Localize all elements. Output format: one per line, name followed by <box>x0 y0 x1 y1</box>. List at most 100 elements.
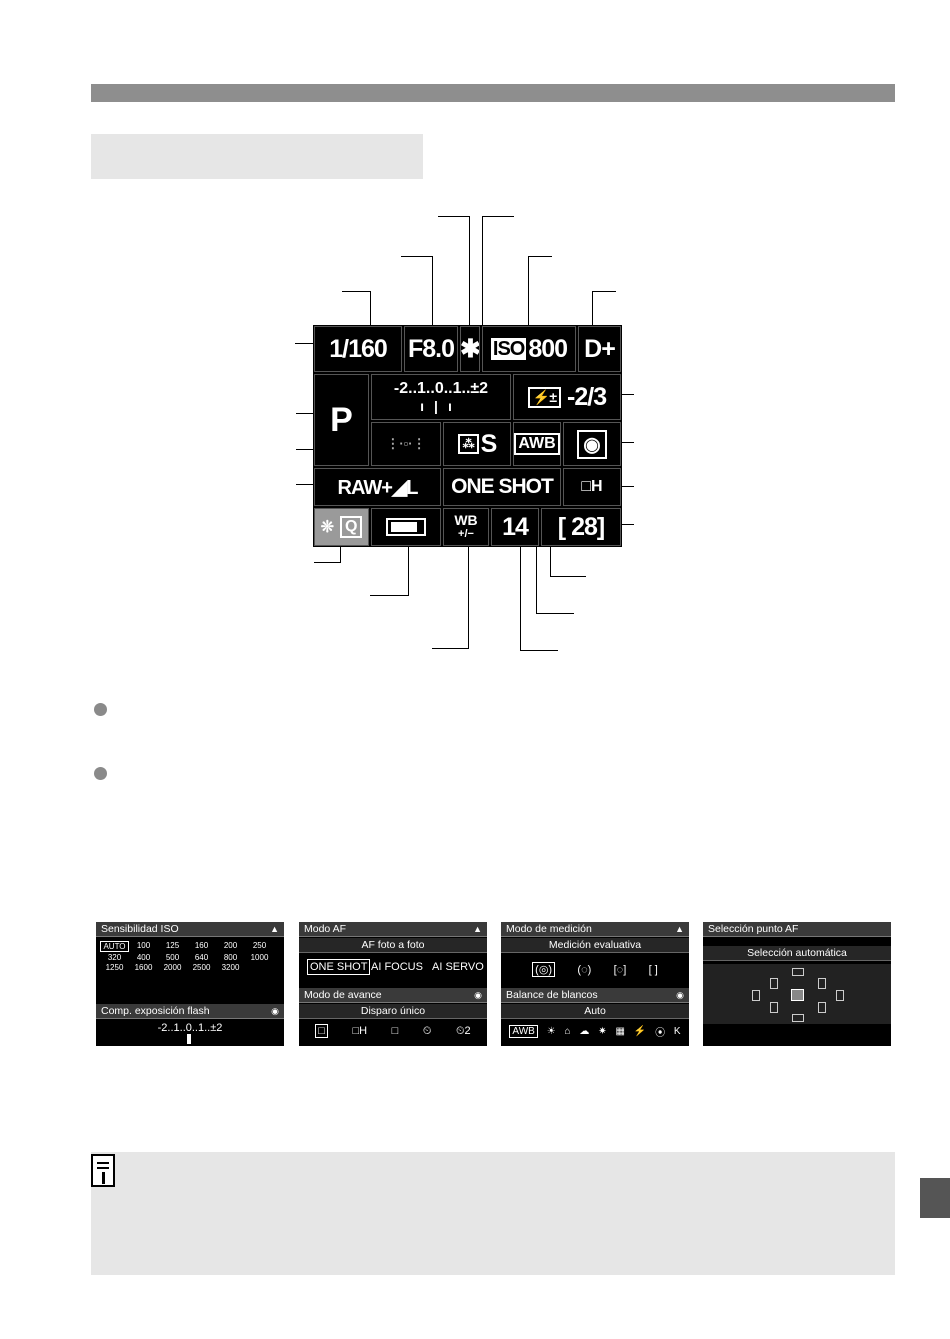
af-mode[interactable]: ONE SHOT <box>442 467 562 507</box>
af-option-ai-servo[interactable]: AI SERVO <box>432 961 484 973</box>
spot-metering-icon[interactable]: [◌] <box>613 963 627 976</box>
iso-option[interactable]: 640 <box>194 953 209 962</box>
exposure-scale-text: -2..1..0..1..±2 <box>393 380 489 397</box>
section-title-box <box>91 134 423 179</box>
picture-style-value: S <box>480 429 498 458</box>
exposure-level-scale[interactable]: -2..1..0..1..±2 ı|ı <box>370 373 512 421</box>
iso-values-grid: AUTO 100 125 160 200 250 320 400 500 640… <box>100 941 274 972</box>
drive-mode[interactable]: □H <box>562 467 622 507</box>
flash-comp-value: -2/3 <box>567 382 607 411</box>
section-header-bar <box>91 84 895 102</box>
iso-option[interactable]: 1000 <box>250 953 269 962</box>
picture-style[interactable]: ⁂ S <box>442 421 512 467</box>
picture-style-icon: ⁂ <box>457 434 479 454</box>
af-selected: AF foto a foto <box>299 938 487 953</box>
aperture[interactable]: F8.0 <box>403 325 459 373</box>
iso-speed[interactable]: ISO 800 <box>481 325 577 373</box>
af-point-screen: Selección punto AF Selección automática <box>703 922 891 1046</box>
quick-control-label: Q <box>339 516 363 538</box>
flash-icon[interactable]: ⚡ <box>633 1026 647 1037</box>
cloudy-icon[interactable]: ☁ <box>579 1026 590 1037</box>
drive-high-icon[interactable]: □H <box>352 1025 368 1037</box>
af-option-one-shot[interactable]: ONE SHOT <box>307 959 371 975</box>
flash-exposure-comp[interactable]: ⚡± -2/3 <box>512 373 622 421</box>
metering-screen-title: Modo de medición▲ <box>501 922 689 937</box>
metering-selected: Medición evaluativa <box>501 938 689 953</box>
iso-screen: Sensibilidad ISO▲ AUTO 100 125 160 200 2… <box>96 922 284 1046</box>
metering-icons-row: (◎) (◌) [◌] [ ] <box>521 962 669 977</box>
shots-remaining: [ 28] <box>540 507 622 547</box>
evaluative-metering-icon[interactable]: (◎) <box>532 962 556 977</box>
wb-icons-row: AWB ☀ ⌂ ☁ ✷ ▦ ⚡ ⦿ K <box>505 1024 685 1039</box>
image-quality[interactable]: RAW+◢L <box>313 467 442 507</box>
drive-single-icon[interactable]: □ <box>315 1024 328 1038</box>
iso-option[interactable]: 250 <box>252 941 267 950</box>
flash-comp-title: Comp. exposición flash◉ <box>96 1004 284 1019</box>
kelvin-icon[interactable]: K <box>673 1026 681 1037</box>
iso-option[interactable]: 160 <box>194 941 209 950</box>
iso-option[interactable]: 1600 <box>134 963 153 972</box>
wb-correction-top: WB <box>454 512 478 528</box>
daylight-icon[interactable]: ☀ <box>546 1026 556 1037</box>
af-point-icon[interactable]: ⋮·▫·⋮ <box>370 421 442 467</box>
iso-option[interactable]: 2000 <box>163 963 182 972</box>
bullet-1 <box>94 703 107 716</box>
iso-value: 800 <box>528 334 568 363</box>
iso-option[interactable]: 3200 <box>221 963 240 972</box>
white-balance[interactable]: AWB <box>512 421 562 467</box>
wb-correction[interactable]: WB +/− <box>442 507 490 547</box>
iso-screen-title: Sensibilidad ISO▲ <box>96 922 284 937</box>
iso-option[interactable]: 2500 <box>192 963 211 972</box>
drive-low-icon[interactable]: □ <box>391 1025 399 1037</box>
wb-screen-title: Balance de blancos◉ <box>501 988 689 1003</box>
iso-option[interactable]: AUTO <box>100 941 129 952</box>
self-timer-2-icon[interactable]: ⏲2 <box>455 1024 471 1037</box>
iso-label: ISO <box>490 338 527 360</box>
chapter-tab <box>920 1178 950 1218</box>
center-weighted-icon[interactable]: [ ] <box>648 963 658 976</box>
awb-icon[interactable]: AWB <box>509 1025 538 1038</box>
af-mode-screen: Modo AF▲ AF foto a foto ONE SHOT AI FOCU… <box>299 922 487 1046</box>
af-points-grid[interactable] <box>703 964 891 1024</box>
iso-option[interactable]: 320 <box>107 953 122 962</box>
wb-value: AWB <box>514 433 560 455</box>
tungsten-icon[interactable]: ✷ <box>598 1026 607 1037</box>
af-point-selected: Selección automática <box>703 946 891 961</box>
flash-comp-scale[interactable]: -2..1..0..1..±2 <box>157 1022 223 1034</box>
custom-wb-icon[interactable]: ⦿ <box>655 1028 666 1039</box>
iso-option[interactable]: 125 <box>165 941 180 950</box>
iso-option[interactable]: 800 <box>223 953 238 962</box>
shutter-speed[interactable]: 1/160 <box>313 325 403 373</box>
drive-screen-title: Modo de avance◉ <box>299 988 487 1003</box>
af-option-ai-focus[interactable]: AI FOCUS <box>371 961 423 973</box>
shade-icon[interactable]: ⌂ <box>564 1026 571 1037</box>
note-icon <box>91 1154 115 1187</box>
metering-mode-icon[interactable]: ◉ <box>562 421 622 467</box>
wb-selected: Auto <box>501 1004 689 1019</box>
wb-correction-bottom: +/− <box>458 528 474 540</box>
highlight-tone-priority: D+ <box>577 325 622 373</box>
bullet-2 <box>94 767 107 780</box>
shooting-mode: P <box>313 373 370 467</box>
max-burst: 14 <box>490 507 540 547</box>
iso-option[interactable]: 1250 <box>105 963 124 972</box>
metering-screen: Modo de medición▲ Medición evaluativa (◎… <box>501 922 689 1046</box>
quick-control-screen: 1/160 F8.0 ✱ ISO 800 D+ P -2..1..0..1..±… <box>313 325 622 547</box>
ae-lock-icon: ✱ <box>459 325 481 373</box>
af-point-screen-title: Selección punto AF <box>703 922 891 937</box>
iso-option[interactable]: 500 <box>165 953 180 962</box>
quick-control-icon[interactable]: ❊ Q <box>313 507 370 547</box>
exposure-ticks: ı|ı <box>420 398 462 414</box>
iso-option[interactable]: 200 <box>223 941 238 950</box>
af-screen-title: Modo AF▲ <box>299 922 487 937</box>
partial-metering-icon[interactable]: (◌) <box>577 963 592 976</box>
self-timer-icon[interactable]: ⏲ <box>422 1024 432 1037</box>
drive-selected: Disparo único <box>299 1004 487 1019</box>
iso-option[interactable]: 400 <box>136 953 151 962</box>
drive-icons-row: □ □H □ ⏲ ⏲2 <box>303 1024 483 1038</box>
iso-option[interactable]: 100 <box>136 941 151 950</box>
fluorescent-icon[interactable]: ▦ <box>615 1026 625 1037</box>
note-box <box>91 1152 895 1275</box>
flash-comp-icon: ⚡± <box>527 386 562 408</box>
flash-comp-marker <box>187 1034 191 1044</box>
